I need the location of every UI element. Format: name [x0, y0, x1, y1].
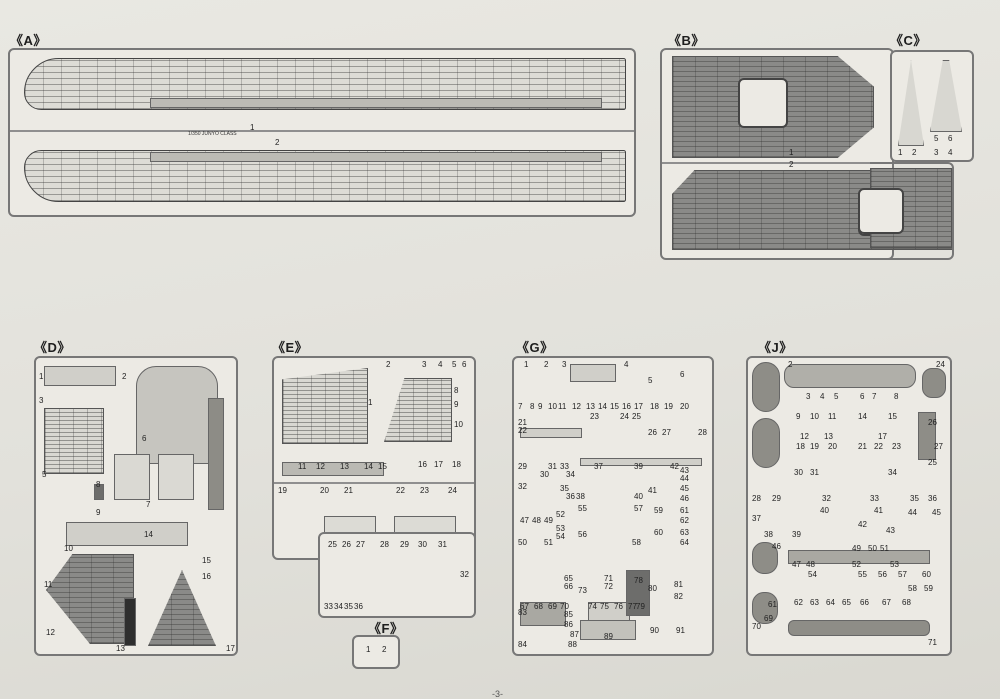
- sprue-j-frame: 2 24 3 4 5 6 7 8 9 10 11 14 15 26 12 13 …: [746, 356, 952, 656]
- sprue-b-label: 《B》: [668, 33, 705, 48]
- sprue-e-lower-frame: 25 26 27 28 29 30 31 32 33 34 35 36: [318, 532, 476, 618]
- deck-part-e1: [282, 368, 368, 444]
- sprue-f-label: 《F》: [368, 621, 404, 636]
- sprue-f-frame: 1 2: [352, 635, 400, 669]
- sprue-e-frame: 2 1 3 4 5 6 8 9 10 11 12 13 14 15 16 17 …: [272, 356, 476, 560]
- sprue-d-frame: 1 2 3 6 5 7 8 9 10 11 12 13 14 15 16 17: [34, 356, 238, 656]
- deck-part-d12: [46, 554, 134, 644]
- sprue-c-frame: 1 2 5 6 3 4: [890, 50, 974, 162]
- deck-part-d17: [148, 570, 216, 646]
- sprue-c-label: 《C》: [890, 33, 927, 48]
- sprue-a-label: 《A》: [10, 33, 47, 48]
- sprue-e-label: 《E》: [272, 340, 309, 355]
- sprue-a-frame: 1/350 JUNYO CLASS 1 2: [8, 48, 636, 217]
- sprue-j-label: 《J》: [758, 340, 793, 355]
- page-number: -3-: [492, 689, 503, 699]
- sprue-g-frame: 1 2 3 4 5 6 7 8 9 10 11 12 13 14 15 16 1…: [512, 356, 714, 656]
- deck-part-e7: [384, 378, 452, 442]
- sprue-g-label: 《G》: [516, 340, 554, 355]
- sprue-d-label: 《D》: [34, 340, 71, 355]
